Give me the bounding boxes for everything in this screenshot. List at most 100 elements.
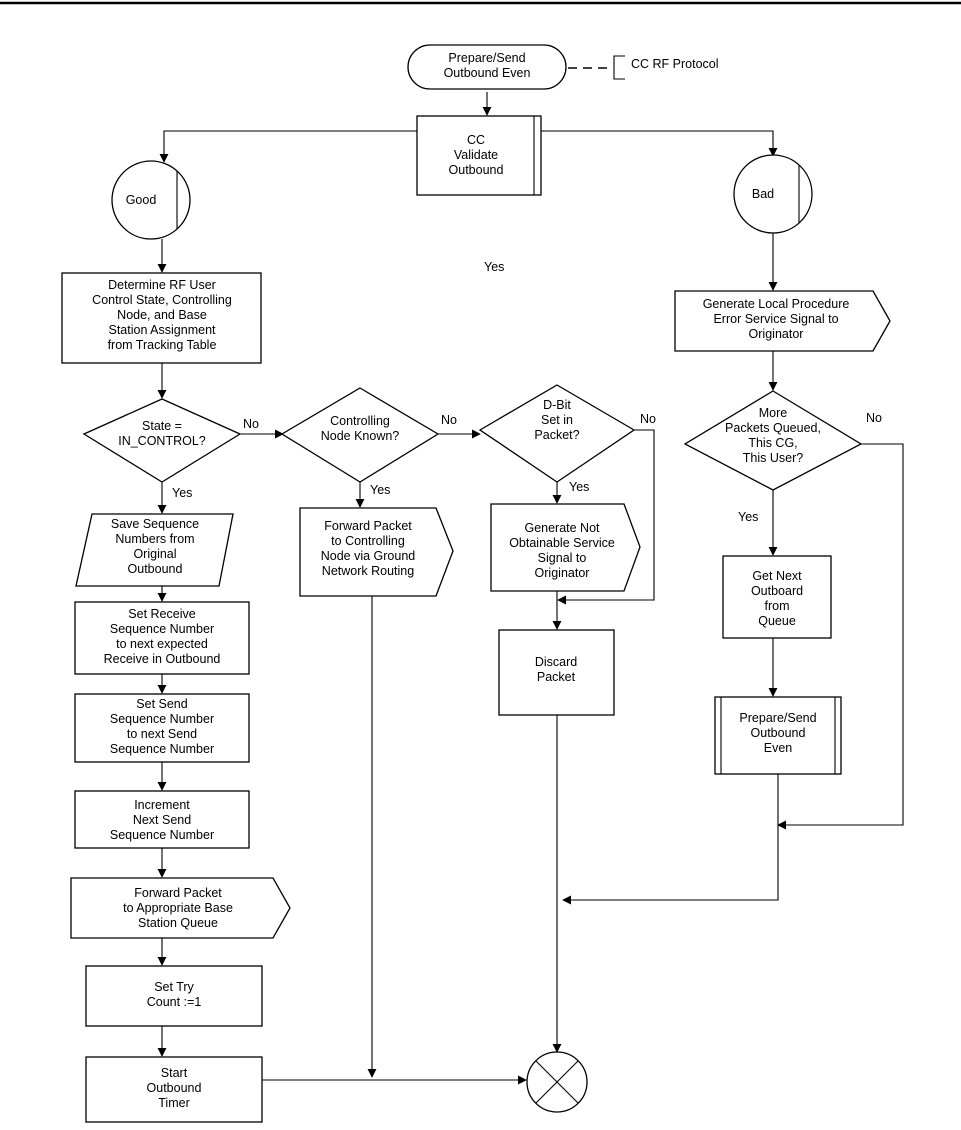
cc-validate-outbound-text-line: Outbound xyxy=(449,163,504,177)
set-receive-sequence-text-line: to next expected xyxy=(116,637,208,651)
determine-rf-user-state-text-line: Node, and Base xyxy=(117,308,207,322)
more-packets-yes-label: Yes xyxy=(738,510,758,524)
generate-not-obtainable-text-line: Originator xyxy=(535,566,590,580)
increment-send-sequence-text-line: Sequence Number xyxy=(110,828,214,842)
d-bit-yes-label: Yes xyxy=(569,480,589,494)
controlling-no-label: No xyxy=(441,413,457,427)
set-send-sequence-text-line: Sequence Number xyxy=(110,712,214,726)
discard-packet-text-line: Packet xyxy=(537,670,576,684)
prepare-send-outbound-text-line: Even xyxy=(764,741,793,755)
prepare-send-outbound-text-line: Prepare/Send xyxy=(739,711,816,725)
more-packets-queued-text-line: This User? xyxy=(743,451,803,465)
more-packets-queued-text-line: This CG, xyxy=(748,436,797,450)
get-next-outboard-text-line: Queue xyxy=(758,614,796,628)
state-yes-label: Yes xyxy=(172,486,192,500)
set-send-sequence-text-line: to next Send xyxy=(127,727,197,741)
set-receive-sequence-text-line: Set Receive xyxy=(128,607,195,621)
start-terminal-text-line: Prepare/Send xyxy=(448,51,525,65)
generate-not-obtainable-text-line: Generate Not xyxy=(524,521,600,535)
set-send-sequence-text-line: Set Send xyxy=(136,697,187,711)
state-in-control-text: State =IN_CONTROL? xyxy=(118,419,206,448)
save-sequence-numbers-text-line: Save Sequence xyxy=(111,517,199,531)
more-packets-no-label: No xyxy=(866,411,882,425)
get-next-outboard-text-line: from xyxy=(765,599,790,613)
set-receive-sequence-text-line: Sequence Number xyxy=(110,622,214,636)
start-terminal-text-line: Outbound Even xyxy=(444,66,531,80)
start-outbound-timer-text-line: Outbound xyxy=(147,1081,202,1095)
floating-yes-label: Yes xyxy=(484,260,504,274)
get-next-outboard-text-line: Get Next xyxy=(752,569,802,583)
save-sequence-numbers-text-line: Original xyxy=(133,547,176,561)
cc-validate-outbound-text-line: Validate xyxy=(454,148,498,162)
determine-rf-user-state-text-line: from Tracking Table xyxy=(108,338,217,352)
controlling-node-known-text-line: Node Known? xyxy=(321,429,400,443)
generate-local-procedure-error-text-line: Originator xyxy=(749,327,804,341)
determine-rf-user-state-text-line: Determine RF User xyxy=(108,278,216,292)
cc-validate-outbound-text-line: CC xyxy=(467,133,485,147)
start-outbound-timer-text-line: Start xyxy=(161,1066,188,1080)
generate-not-obtainable-text-line: Signal to xyxy=(538,551,587,565)
discard-packet-text-line: Discard xyxy=(535,655,577,669)
generate-not-obtainable-text-line: Obtainable Service xyxy=(509,536,615,550)
cc-rf-protocol-annotation: CC RF Protocol xyxy=(613,55,719,80)
connectors xyxy=(157,67,904,1085)
forward-packet-base-station-text-line: Forward Packet xyxy=(134,886,222,900)
set-try-count-text-line: Count :=1 xyxy=(147,995,202,1009)
d-bit-set-text-line: D-Bit xyxy=(543,398,571,412)
forward-packet-controlling-node-text-line: Node via Ground xyxy=(321,549,416,563)
good-connector: Good xyxy=(111,160,191,240)
set-send-sequence-text-line: Sequence Number xyxy=(110,742,214,756)
get-next-outboard-text-line: Outboard xyxy=(751,584,803,598)
forward-packet-base-station-text-line: to Appropriate Base xyxy=(123,901,233,915)
forward-packet-controlling-node-text-line: to Controlling xyxy=(331,534,405,548)
cc-rf-protocol-label: CC RF Protocol xyxy=(631,57,719,71)
save-sequence-numbers-text-line: Numbers from xyxy=(115,532,194,546)
state-no-label: No xyxy=(243,417,259,431)
bad-label: Bad xyxy=(752,187,774,201)
forward-packet-controlling-node-text-line: Network Routing xyxy=(322,564,414,578)
determine-rf-user-state-text-line: Station Assignment xyxy=(108,323,216,337)
forward-packet-base-station-text-line: Station Queue xyxy=(138,916,218,930)
increment-send-sequence-text-line: Next Send xyxy=(133,813,191,827)
state-in-control-decision: State =IN_CONTROL? xyxy=(82,398,242,483)
start-outbound-timer-text-line: Timer xyxy=(158,1096,189,1110)
set-receive-sequence-text-line: Receive in Outbound xyxy=(104,652,221,666)
d-bit-set-text-line: Set in xyxy=(541,413,573,427)
increment-send-sequence-text-line: Increment xyxy=(134,798,190,812)
bad-connector: Bad xyxy=(733,154,813,234)
controlling-yes-label: Yes xyxy=(370,483,390,497)
determine-rf-user-state-text-line: Control State, Controlling xyxy=(92,293,232,307)
set-try-count-text-line: Set Try xyxy=(154,980,194,994)
more-packets-queued-text-line: More xyxy=(759,406,788,420)
end-connector xyxy=(526,1051,588,1113)
